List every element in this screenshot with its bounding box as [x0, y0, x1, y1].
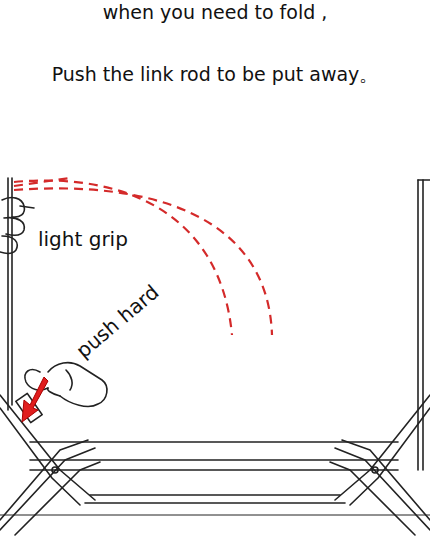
instruction-heading: when you need to fold ,	[103, 2, 328, 23]
grip-note: light grip	[38, 228, 128, 250]
push-note: push hard	[72, 281, 163, 362]
instruction-text: Push the link rod to be put away。	[52, 64, 379, 85]
